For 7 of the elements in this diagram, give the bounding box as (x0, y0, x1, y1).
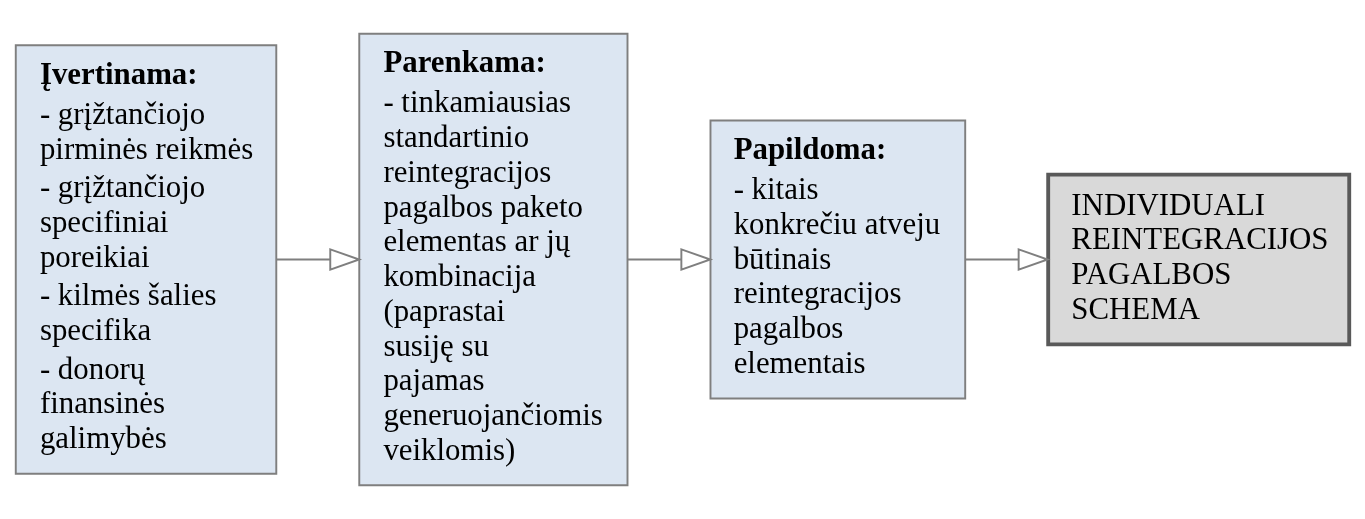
node-box: Parenkama: - tinkamiausias standartinio reintegracijos pagalbos paketo elementas ar jų kombinacija (paprastai susiję su pajamas generuojančiomis veiklomis) (358, 32, 629, 487)
arrow (275, 248, 363, 271)
node-box: INDIVIDUALI REINTEGRACIJOS PAGALBOS SCHEMA (1046, 172, 1352, 347)
arrow (627, 248, 714, 271)
node-box: Įvertinama: - grįžtančiojo pirminės reikmės - grįžtančiojo specifiniai poreikiai - kilmės šalies specifika - donorų finansinės galimybės (14, 44, 278, 475)
node-box: Papildoma: - kitais konkrečiu atveju būtinais reintegracijos pagalbos elementais (709, 119, 967, 400)
arrow (964, 248, 1051, 271)
